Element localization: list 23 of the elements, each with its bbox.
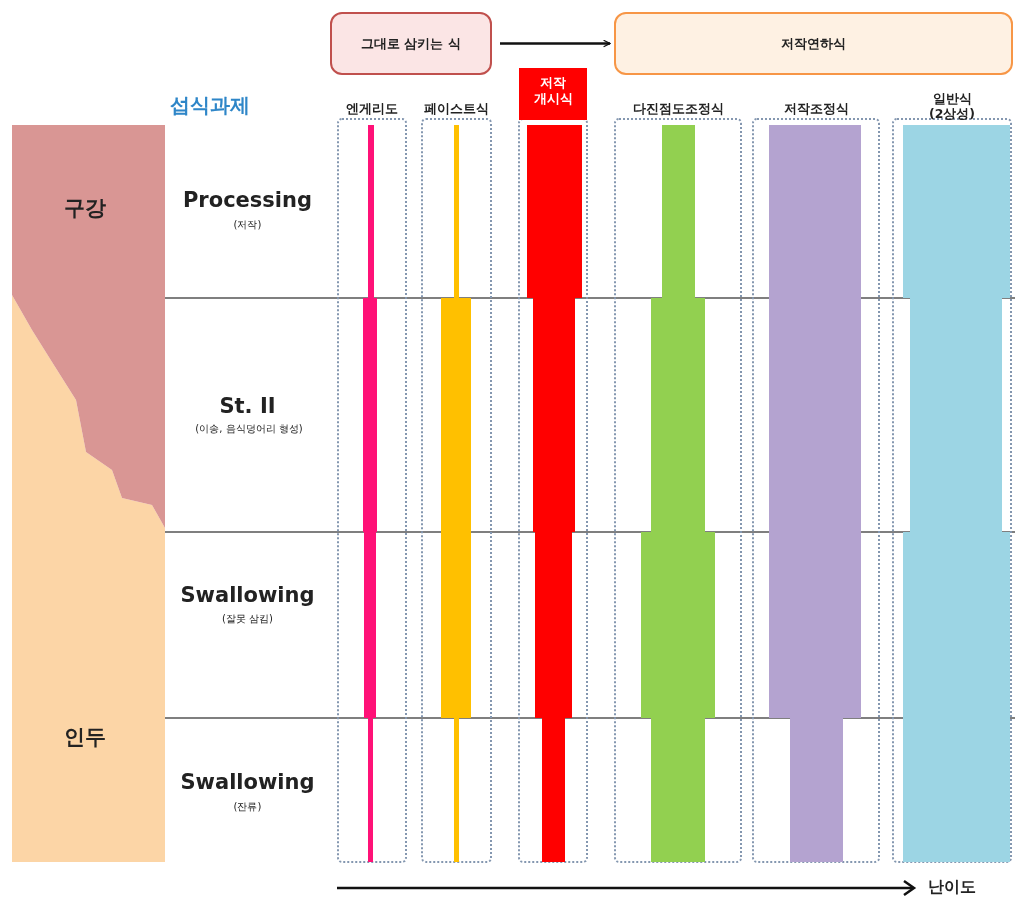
category-box <box>614 12 1013 75</box>
task-sublabel: (잔류) <box>232 800 263 814</box>
column-header: 다진점도조정식 <box>631 101 725 116</box>
column-header: 일반식 (2상성) <box>927 91 977 121</box>
task-sublabel: (잘못 삼킴) <box>221 612 274 626</box>
section-heading: 섭식과제 <box>170 92 251 119</box>
task-label: Processing <box>181 188 313 212</box>
axis-label: 난이도 <box>928 877 977 898</box>
task-sublabel: (이송, 음식덩어리 형성) <box>194 422 304 436</box>
column-header: 저작조정식 <box>782 101 850 116</box>
arrow <box>500 39 611 48</box>
region-label: 인두 <box>63 724 107 751</box>
task-label: Swallowing <box>179 770 316 794</box>
task-label: Swallowing <box>179 583 316 607</box>
task-label: St. II <box>218 394 277 418</box>
column-header: 엔게리도 <box>345 101 399 116</box>
task-sublabel: (저작) <box>232 218 263 232</box>
column-header: 페이스트식 <box>423 101 490 116</box>
category-title: 저작연하식 <box>781 34 846 53</box>
column-header-badge: 저작 개시식 <box>519 68 587 120</box>
category-title: 그대로 삼키는 식 <box>360 34 462 53</box>
region-label: 구강 <box>63 195 107 222</box>
category-box <box>330 12 492 75</box>
